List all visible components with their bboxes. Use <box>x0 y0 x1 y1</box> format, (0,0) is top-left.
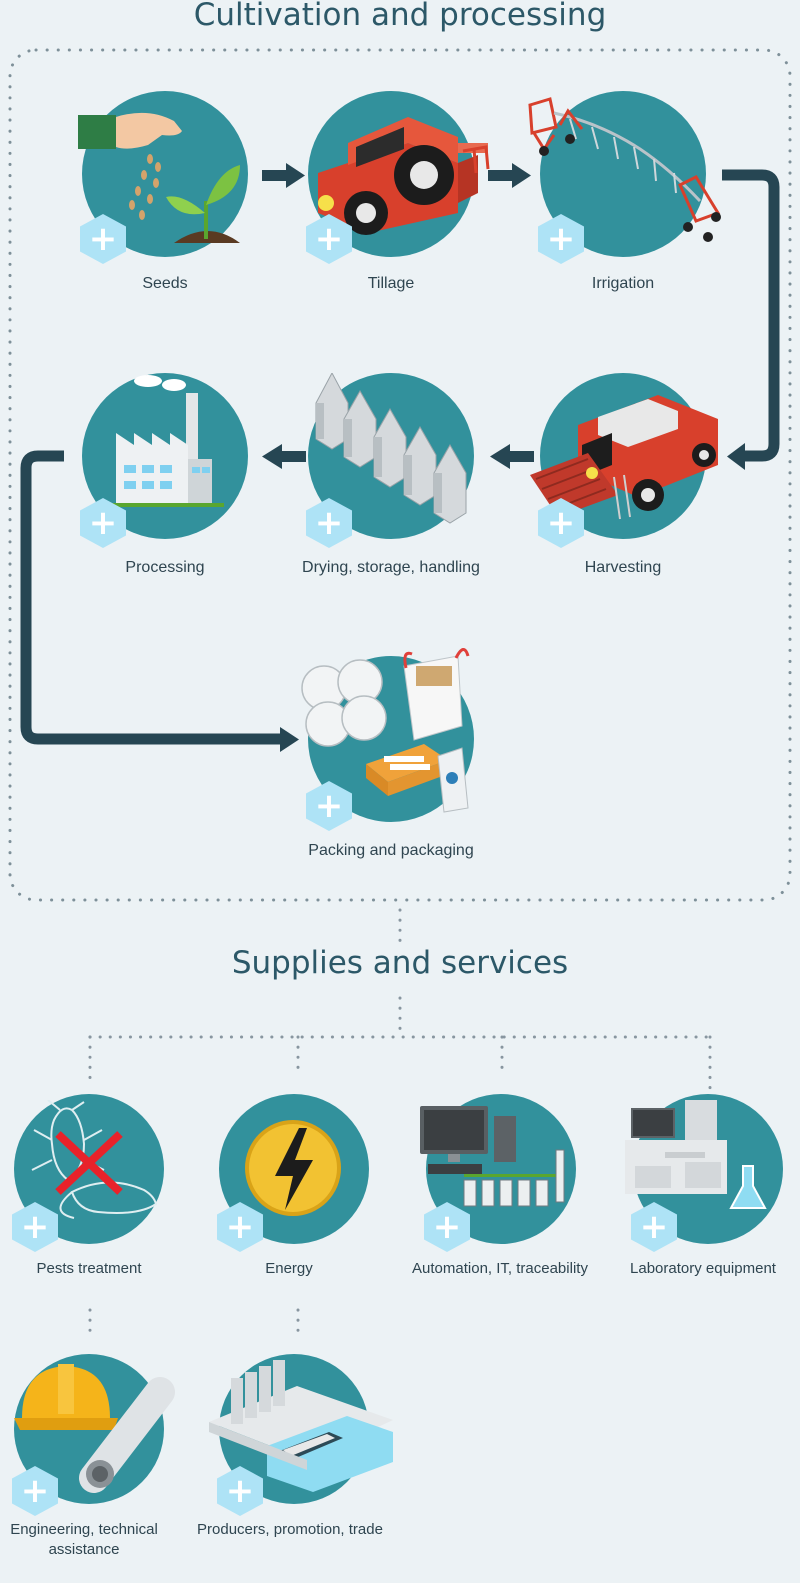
irrigation-plus-button[interactable]: + <box>538 214 584 264</box>
arrow-to-harvesting-head <box>727 443 745 470</box>
drying-label: Drying, storage, handling <box>302 559 480 576</box>
silos-icon <box>315 373 467 524</box>
combine-harvester-icon <box>530 395 718 520</box>
producers-label: Producers, promotion, trade <box>197 1521 383 1538</box>
lightning-bolt-icon <box>245 1120 341 1216</box>
flow-arrows <box>262 163 745 752</box>
cultivation-frame <box>8 48 792 902</box>
pivot-irrigation-icon <box>528 97 721 242</box>
arrow-drying-processing <box>262 444 306 469</box>
arrow-to-packing-head <box>280 727 299 752</box>
supplies-dotted-connectors <box>88 908 712 1342</box>
engineering-label: Engineering, technical assistance <box>10 1521 158 1558</box>
engineering-plus-button[interactable]: + <box>12 1466 58 1516</box>
arrow-processing-packing <box>20 450 283 745</box>
harvesting-label: Harvesting <box>584 559 662 576</box>
seeds-hand-plant-icon <box>78 112 240 243</box>
port-ship-silos-icon <box>209 1360 393 1492</box>
pests-crossed-icon <box>31 1100 158 1219</box>
producers-plus-button[interactable]: + <box>217 1466 263 1516</box>
laboratory-plus-button[interactable]: + <box>631 1202 677 1252</box>
arrow-seeds-tillage <box>262 163 305 188</box>
seeds-label: Seeds <box>142 275 188 292</box>
energy-plus-button[interactable]: + <box>217 1202 263 1252</box>
cultivation-title: Cultivation and processing <box>193 0 607 33</box>
lab-equipment-icon <box>625 1100 767 1209</box>
tillage-label: Tillage <box>367 275 415 292</box>
pests-plus-button[interactable]: + <box>12 1202 58 1252</box>
processing-label: Processing <box>125 559 205 576</box>
automation-label: Automation, IT, traceability <box>412 1260 588 1277</box>
factory-icon <box>112 375 224 507</box>
arrow-harvesting-drying <box>490 444 534 469</box>
arrow-irrigation-harvesting <box>722 169 780 462</box>
computer-plc-icon <box>420 1106 565 1207</box>
automation-plus-button[interactable]: + <box>424 1202 470 1252</box>
tractor-icon <box>318 117 490 235</box>
laboratory-label: Laboratory equipment <box>630 1260 776 1277</box>
drying-plus-button[interactable]: + <box>306 498 352 548</box>
packages-icon <box>301 648 470 813</box>
irrigation-label: Irrigation <box>591 275 655 292</box>
hardhat-pipe-icon <box>14 1364 175 1493</box>
energy-label: Energy <box>265 1260 313 1277</box>
pests-label: Pests treatment <box>36 1260 142 1277</box>
arrow-tillage-irrigation <box>488 163 531 188</box>
packing-label: Packing and packaging <box>308 842 474 859</box>
supplies-title: Supplies and services <box>231 945 569 981</box>
